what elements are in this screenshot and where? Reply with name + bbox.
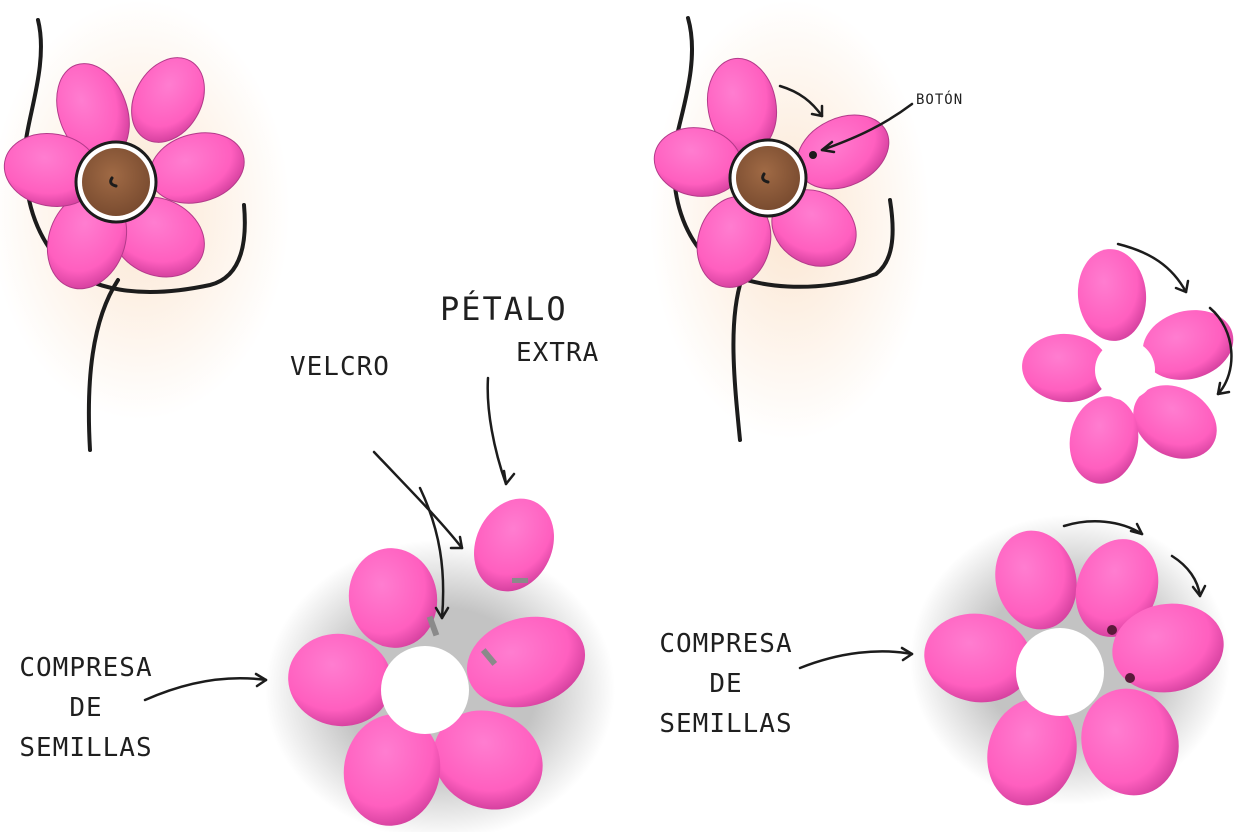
label-boton: BOTÓN [916,92,963,108]
center-hole [1016,628,1104,716]
nipple [736,146,800,210]
button-dot [1107,625,1117,635]
button-dot [809,151,817,159]
label-velcro: VELCRO [290,352,390,382]
center-hole [1095,340,1155,400]
arrow-compresa-left [145,678,266,700]
label-extra: EXTRA [516,338,599,368]
nipple [82,148,150,216]
breast-left-figure [0,0,290,450]
label-petalo: PÉTALO [440,290,568,328]
button-dot [1125,673,1135,683]
petal [1074,246,1150,344]
flower-compress-open [265,485,615,832]
arrow-velcro [374,452,462,548]
breast-right-figure [649,0,930,440]
velcro-strip [512,578,528,583]
center-hole [381,646,469,734]
flower-small-rotating [1019,244,1241,489]
arrow-compresa-right [800,651,912,668]
petal [1063,391,1145,489]
label-compresa-left: COMPRESA DE SEMILLAS [16,648,156,768]
label-compresa-right: COMPRESA DE SEMILLAS [656,624,796,744]
flower-compress-closed [910,515,1231,816]
arrow-petalo-extra [488,378,506,484]
